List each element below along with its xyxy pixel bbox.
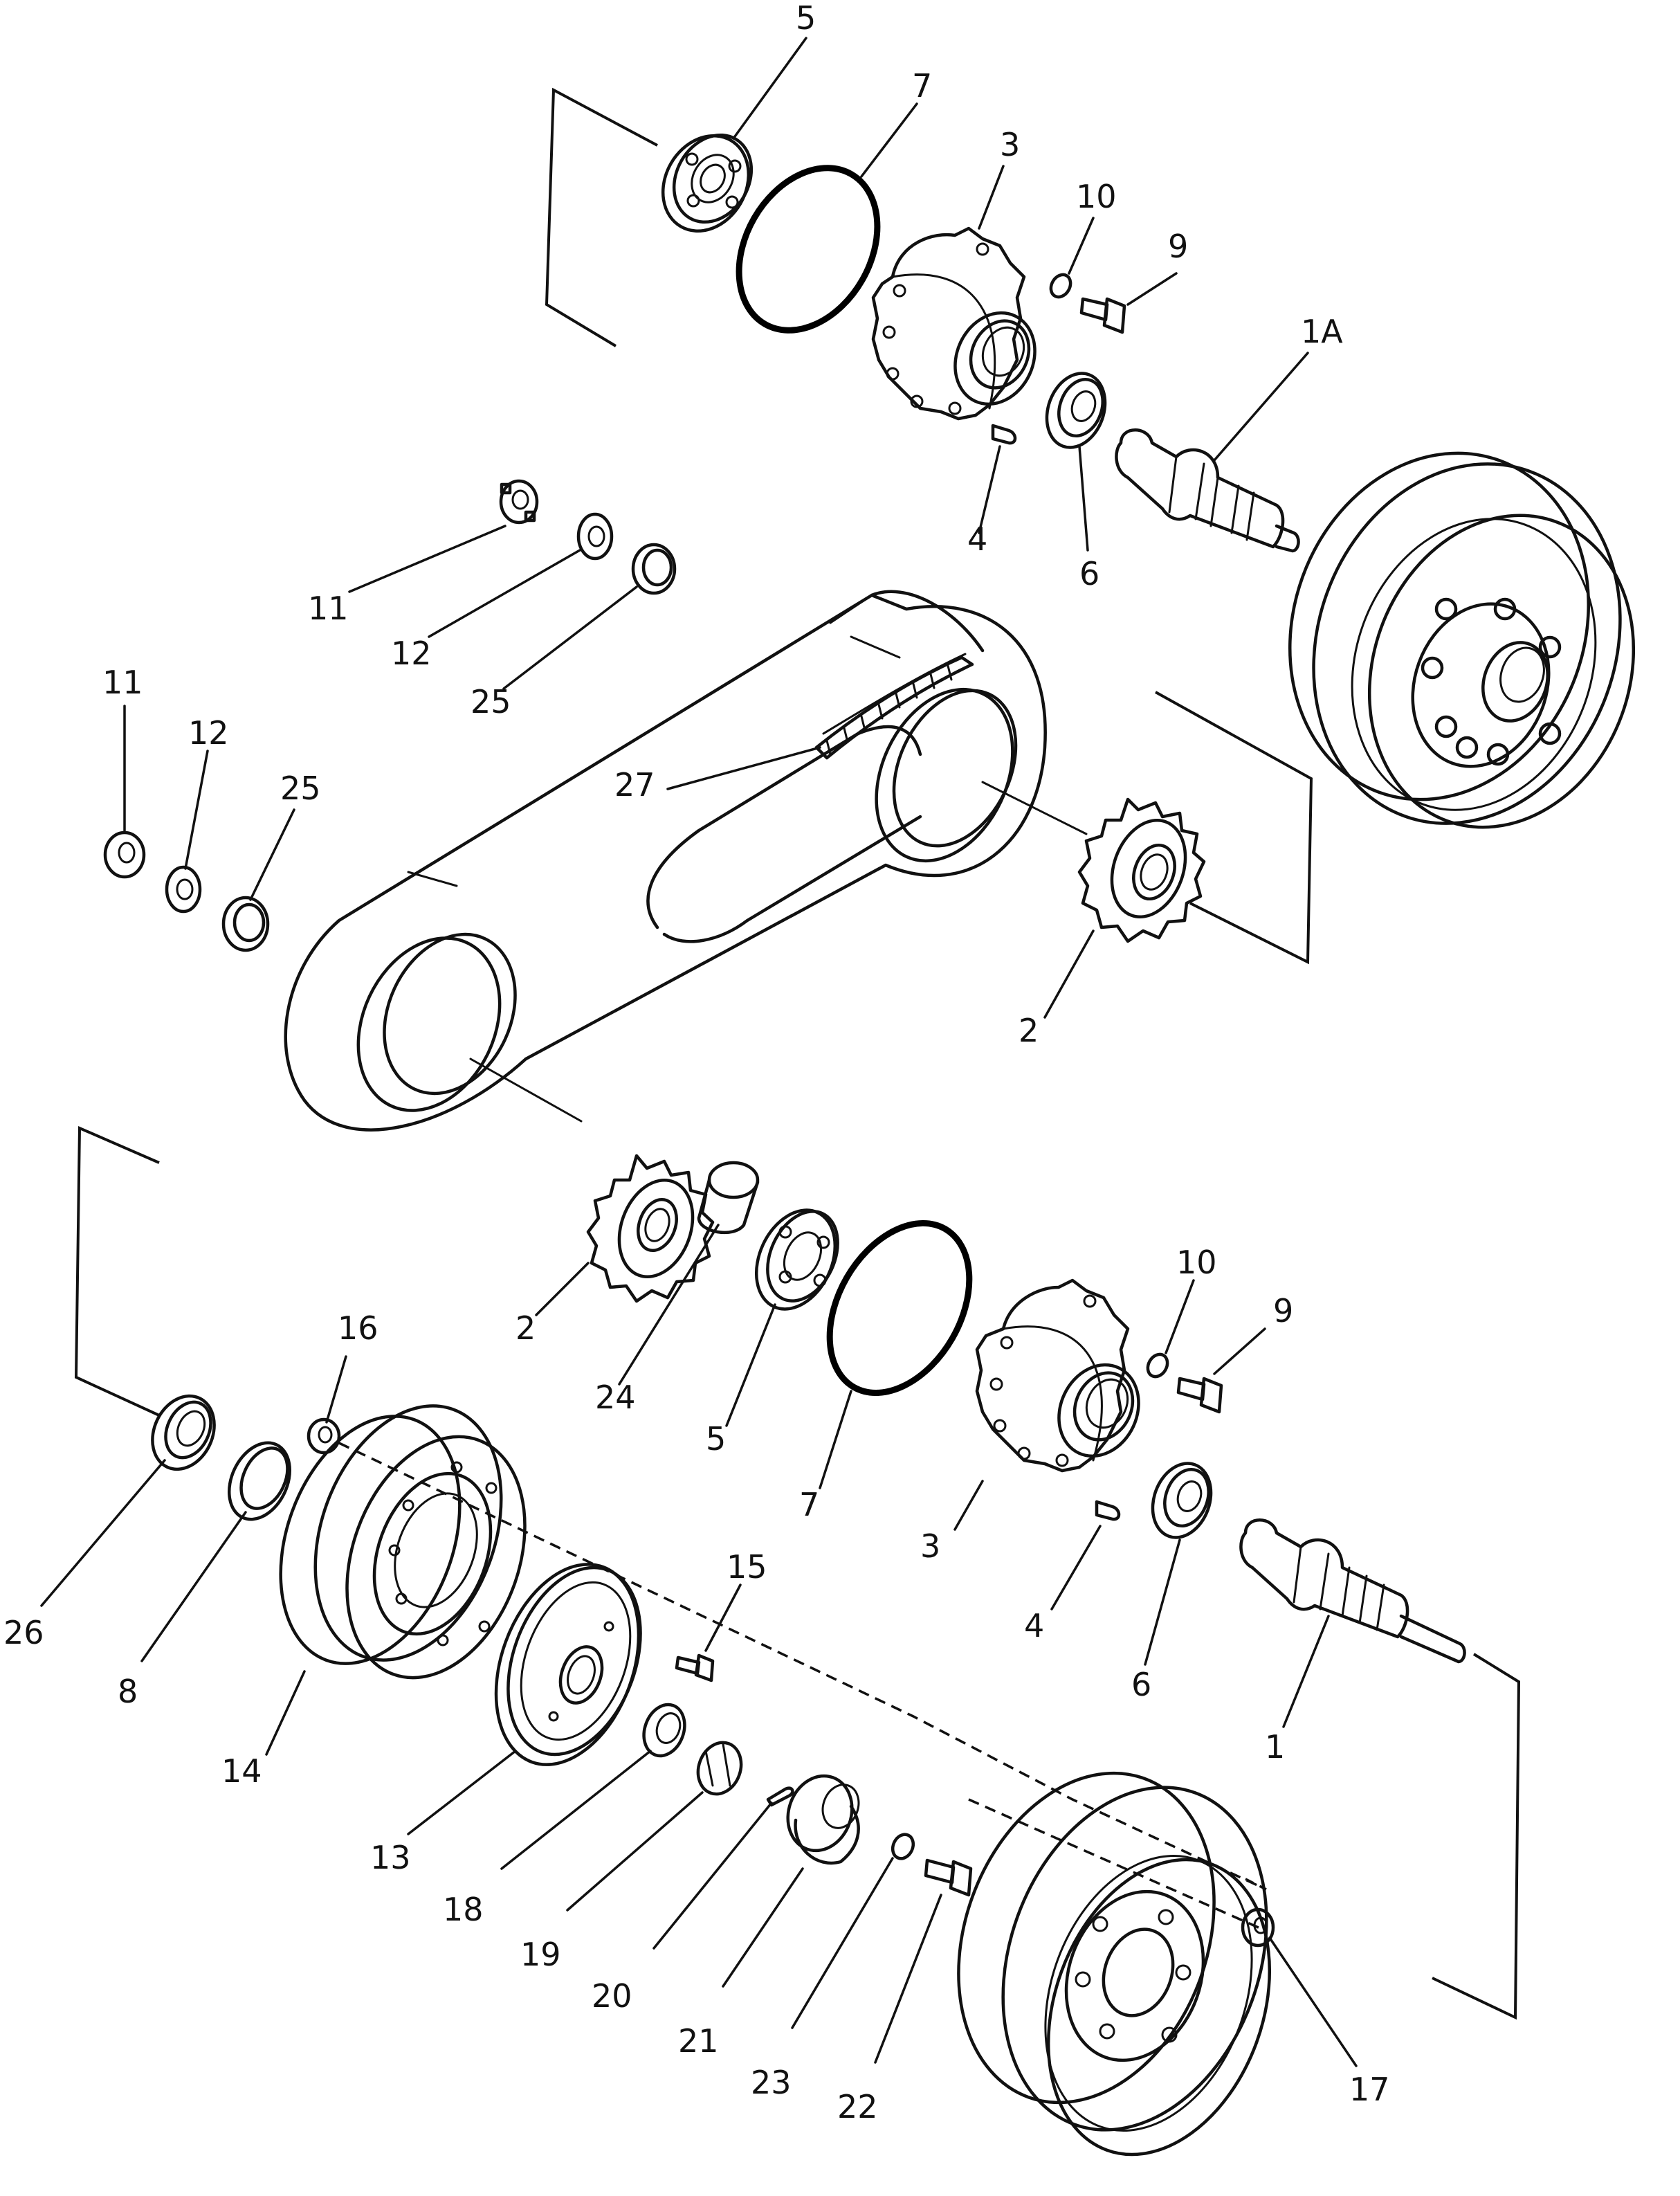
sprocket-upper — [1077, 797, 1206, 943]
axis-line-upper-sprocket — [981, 781, 1088, 835]
callout-11-upper: 11 — [308, 590, 349, 627]
callout-22: 22 — [837, 2088, 878, 2125]
bearing-lower — [754, 1208, 839, 1311]
o-ring-upper — [736, 165, 881, 334]
brake-plate — [494, 1563, 642, 1766]
callout-2-upper: 2 — [1019, 1012, 1039, 1049]
callout-10-lower: 10 — [1176, 1244, 1217, 1281]
bracket-right-upper — [1155, 691, 1313, 965]
sprocket-lower — [586, 1154, 715, 1303]
pin-lower — [1095, 1500, 1121, 1521]
bearing-upper — [661, 133, 754, 233]
callout-13: 13 — [370, 1839, 411, 1876]
callout-26: 26 — [3, 1614, 44, 1651]
o-ring-lower — [826, 1220, 973, 1396]
callout-25-upper: 25 — [471, 683, 511, 720]
hub-cap-21 — [786, 1774, 860, 1865]
callout-20: 20 — [592, 1977, 632, 2015]
callout-23: 23 — [751, 2064, 792, 2101]
pin-upper — [991, 424, 1017, 445]
callout-14: 14 — [221, 1752, 262, 1790]
callout-24: 24 — [595, 1379, 636, 1416]
washer-upper — [1049, 273, 1072, 299]
callout-1: 1 — [1265, 1728, 1285, 1766]
hub-housing-upper — [871, 226, 1037, 421]
callout-11-lower: 11 — [102, 664, 143, 701]
washer-25-lower — [221, 896, 270, 952]
washer-25-upper — [631, 543, 677, 595]
callout-12-lower: 12 — [188, 714, 229, 752]
callout-3-lower: 3 — [920, 1527, 940, 1565]
callout-2-lower: 2 — [515, 1309, 536, 1347]
bearing-cone-lower — [1151, 1462, 1213, 1539]
callout-19: 19 — [520, 1936, 561, 1973]
cotter-pin-20 — [766, 1786, 794, 1807]
wheel-rim-lower — [957, 1771, 1272, 2157]
lockwasher-12-upper — [576, 512, 614, 561]
washer-lower — [1146, 1352, 1169, 1379]
spacer-sleeve — [697, 1161, 760, 1235]
brake-drum — [279, 1404, 527, 1680]
bolt-15 — [675, 1653, 715, 1682]
nut-11-upper — [499, 479, 539, 525]
callout-4-upper: 4 — [967, 520, 987, 558]
hub-housing-lower — [975, 1278, 1140, 1473]
leader-lines — [40, 37, 1358, 2067]
castle-nut-19 — [696, 1741, 743, 1796]
bolt-22 — [924, 1858, 973, 1897]
callout-9-lower: 9 — [1273, 1292, 1293, 1330]
washer-23 — [891, 1833, 915, 1860]
callout-6-lower: 6 — [1131, 1666, 1151, 1703]
callout-10-upper: 10 — [1076, 178, 1117, 215]
nut-11-lower — [103, 831, 146, 879]
callout-7-upper: 7 — [912, 67, 932, 105]
bearing-race-8 — [227, 1441, 292, 1521]
nut-16 — [307, 1417, 341, 1455]
callout-9-upper: 9 — [1168, 228, 1188, 265]
bolt-upper — [1079, 297, 1126, 334]
callout-4-lower: 4 — [1024, 1607, 1044, 1644]
seal-18 — [642, 1703, 686, 1758]
callout-18: 18 — [443, 1891, 484, 1928]
callout-7-lower: 7 — [799, 1486, 819, 1523]
assembly-axis-dashed — [338, 1442, 1267, 1891]
callout-17: 17 — [1349, 2071, 1390, 2108]
bolt-lower — [1176, 1377, 1223, 1414]
seal-26 — [151, 1394, 216, 1471]
bracket-left-lower — [74, 1125, 160, 1417]
callout-12-upper: 12 — [391, 635, 432, 672]
drive-chain — [814, 653, 974, 760]
callout-3-upper: 3 — [1000, 126, 1020, 163]
bracket-top-left — [545, 87, 658, 347]
callout-15: 15 — [727, 1548, 767, 1586]
callout-6-upper: 6 — [1079, 555, 1099, 592]
callout-21: 21 — [678, 2022, 719, 2060]
callout-8: 8 — [118, 1673, 138, 1710]
callout-5-lower: 5 — [706, 1420, 726, 1458]
axis-line-lower-sprocket — [469, 1058, 583, 1123]
lockwasher-12-lower — [165, 865, 202, 914]
callout-1A: 1A — [1301, 313, 1343, 350]
callout-16: 16 — [338, 1309, 378, 1347]
axle-shaft-lower — [1239, 1518, 1466, 1664]
wheel-rim-upper — [1288, 451, 1636, 829]
chain-case — [284, 590, 1047, 1132]
axle-shaft-upper — [1115, 428, 1300, 553]
bracket-right-lower — [1432, 1653, 1521, 2020]
callout-27: 27 — [614, 766, 655, 804]
bearing-cone-upper — [1045, 372, 1107, 449]
wheel-nut-17 — [1241, 1907, 1275, 1948]
callout-25-lower: 25 — [280, 770, 321, 807]
callout-5-upper: 5 — [796, 0, 816, 37]
